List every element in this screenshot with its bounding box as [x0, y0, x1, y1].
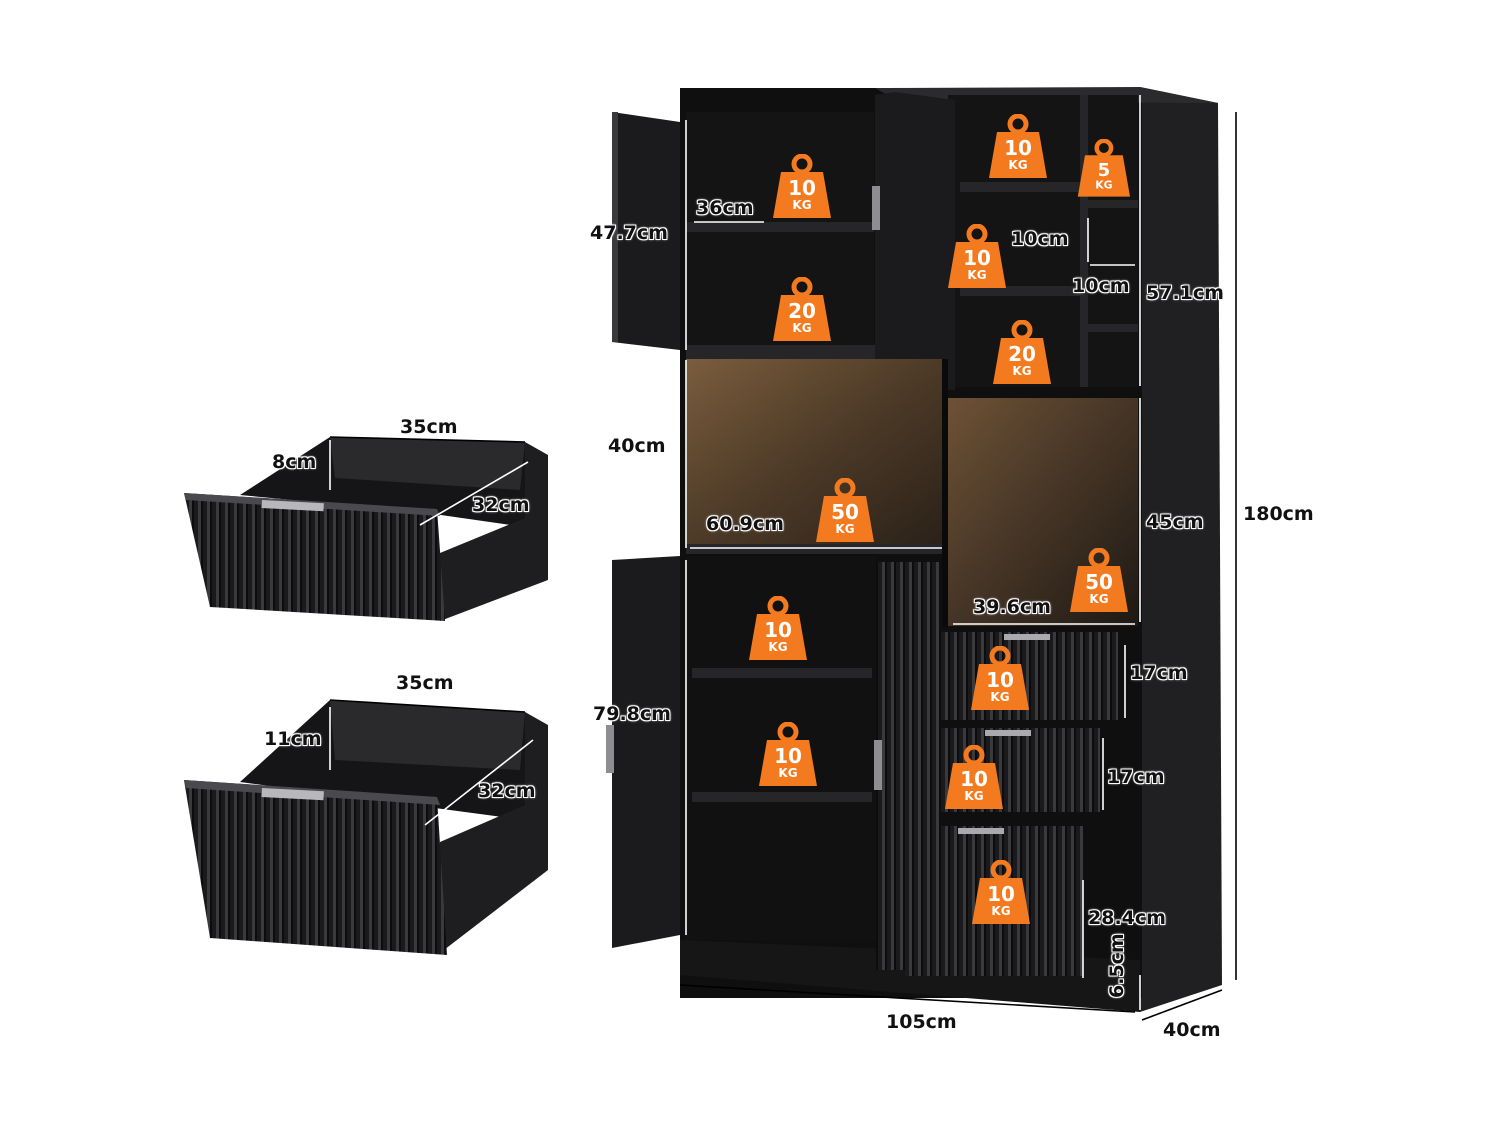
weight-icon [971, 646, 1029, 710]
total-height-label: 180cm [1243, 503, 1314, 525]
drawer2-depth-label: 32cm [478, 780, 536, 802]
weight-icon [1077, 139, 1130, 197]
drawer1-front-height-label: 17cm [1130, 662, 1188, 684]
upper-left-shelf-width-label: 36cm [696, 197, 754, 219]
drawer2-height-label: 11cm [264, 728, 322, 750]
weight-icon [773, 154, 831, 218]
right-bay-width-label: 39.6cm [973, 596, 1051, 618]
niche-width-label: 10cm [1072, 275, 1130, 297]
drawer1-depth-label: 32cm [472, 494, 530, 516]
dimension-lines [329, 95, 1141, 1010]
drawer1-width-label: 35cm [400, 416, 458, 438]
drawer3-front-height-label: 28.4cm [1088, 907, 1166, 929]
niche-height-label: 10cm [1011, 228, 1069, 250]
middle-right-height-label: 45cm [1146, 511, 1204, 533]
drawer-8cm-illustration [184, 437, 548, 621]
lower-left-height-label: 79.8cm [593, 703, 671, 725]
weight-icon [993, 320, 1051, 384]
middle-left-height-label: 40cm [608, 435, 666, 457]
total-depth-label: 40cm [1163, 1019, 1221, 1041]
plinth-height-label: 6.5cm [1106, 933, 1128, 998]
drawer1-height-label: 8cm [272, 451, 317, 473]
weight-icon [1070, 548, 1128, 612]
total-width-label: 105cm [886, 1011, 957, 1033]
weight-icon [972, 860, 1030, 924]
drawer-11cm-illustration [184, 700, 548, 955]
upper-right-height-label: 57.1cm [1146, 282, 1224, 304]
weight-icon [759, 722, 817, 786]
weight-icon [989, 114, 1047, 178]
weight-icon [948, 224, 1006, 288]
drawer2-width-label: 35cm [396, 672, 454, 694]
weight-icon [749, 596, 807, 660]
drawer2-front-height-label: 17cm [1107, 766, 1165, 788]
weight-icon [816, 478, 874, 542]
upper-left-height-label: 47.7cm [590, 222, 668, 244]
weight-icon [945, 745, 1003, 809]
middle-width-label: 60.9cm [706, 513, 784, 535]
weight-icon [773, 277, 831, 341]
